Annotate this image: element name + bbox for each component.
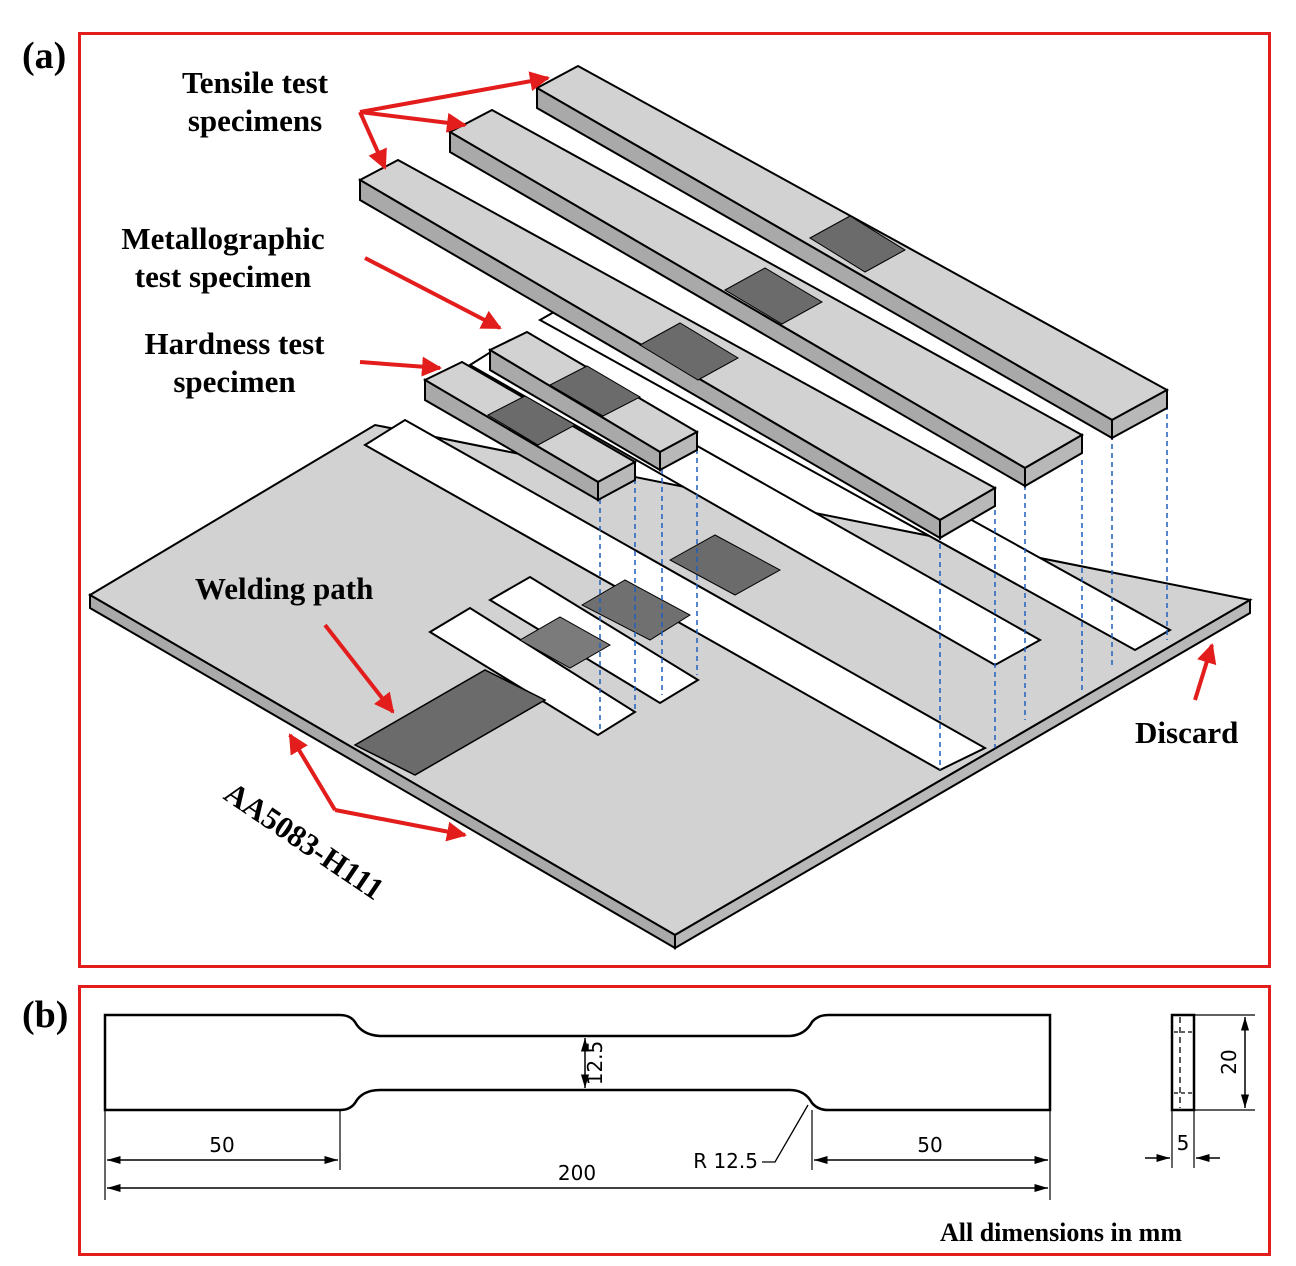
- dim-text-50-left: 50: [209, 1133, 234, 1157]
- radius-leader: [762, 1104, 809, 1163]
- discard-callout: Discard: [1135, 715, 1239, 750]
- panel-a-frame: [78, 32, 1271, 968]
- callout-arrows: [288, 71, 1217, 842]
- specimen-outline: [103, 1013, 1052, 1112]
- hardness-specimen-1: [422, 360, 638, 502]
- tensile-specimen-1: [357, 158, 998, 540]
- tensile-specimen-2: [447, 108, 1085, 488]
- hardness-specimen-2: [487, 330, 700, 472]
- base-plate-right-edge: [674, 598, 1251, 950]
- panel-b-label: (b): [22, 994, 69, 1036]
- hardness-callout-line-2: specimen: [173, 364, 296, 399]
- extension-lines: [104, 1110, 1051, 1200]
- weld-path-slot-region-2: [580, 579, 691, 641]
- dim-text-width: 20: [1217, 1049, 1241, 1074]
- metallographic-callout-line-2: test specimen: [134, 259, 312, 294]
- metallographic-callout-line-1: Metallographic: [121, 221, 325, 256]
- tensile-specimen-3: [534, 64, 1170, 440]
- units-footnote: All dimensions in mm: [940, 1218, 1182, 1247]
- dim-text-50-right: 50: [917, 1133, 942, 1157]
- dim-text-radius: R 12.5: [693, 1149, 758, 1173]
- weld-path-slot-region: [518, 616, 612, 669]
- tensile-callout: Tensile test specimens: [150, 64, 360, 140]
- dim-text-thickness: 5: [1177, 1131, 1190, 1155]
- dim-text-12-5: 12.5: [583, 1041, 607, 1086]
- hardness-callout-line-1: Hardness test: [144, 326, 325, 361]
- tensile-callout-line-2: specimens: [187, 103, 323, 138]
- tensile-callout-line-1: Tensile test: [181, 65, 329, 100]
- dim-text-200: 200: [558, 1161, 596, 1185]
- panel-b-frame: [78, 985, 1271, 1256]
- panel-a-label: (a): [22, 35, 67, 77]
- side-view: [1145, 1013, 1255, 1168]
- projection-lines: [599, 405, 1168, 770]
- hardness-callout: Hardness test specimen: [122, 325, 347, 401]
- welding-path-callout: Welding path: [195, 571, 374, 606]
- slot-tensile-1: [363, 418, 988, 772]
- metallographic-callout: Metallographic test specimen: [98, 220, 348, 296]
- weld-path: [353, 669, 547, 776]
